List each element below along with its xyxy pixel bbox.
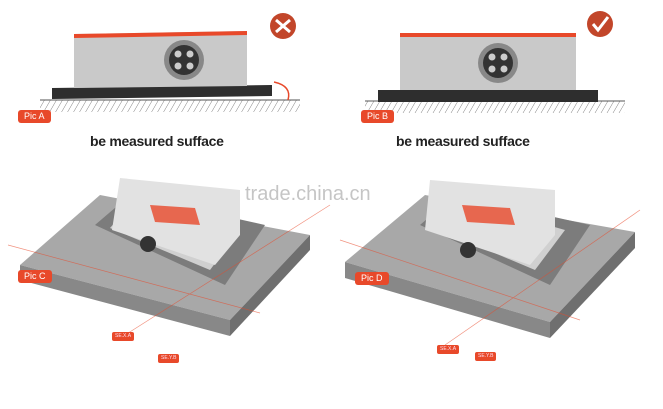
cross-icon xyxy=(270,13,296,39)
pic-c-axis-label-b: SE.Y.B xyxy=(158,354,180,363)
pic-d-mounting-plate xyxy=(339,180,641,346)
check-icon xyxy=(587,11,613,37)
pic-c-tag: Pic C xyxy=(18,270,52,283)
pic-b-caption: be measured sufface xyxy=(396,133,530,149)
pic-a-tag: Pic A xyxy=(18,110,51,123)
pic-d-axis-label-b: SE.Y.B xyxy=(475,352,497,361)
pic-d-axis-label-a: SE.X.A xyxy=(437,345,460,354)
pic-b-tag: Pic B xyxy=(361,110,395,123)
pic-c-axis-label-a: SE.X.A xyxy=(112,332,135,341)
pic-a-caption: be measured sufface xyxy=(90,133,224,149)
pic-a-sensor-tilted xyxy=(40,31,300,112)
pic-d-tag: Pic D xyxy=(355,272,389,285)
pic-b-sensor-flat xyxy=(365,33,625,113)
pic-c-mounting-plate xyxy=(7,178,331,336)
watermark: trade.china.cn xyxy=(245,183,371,205)
